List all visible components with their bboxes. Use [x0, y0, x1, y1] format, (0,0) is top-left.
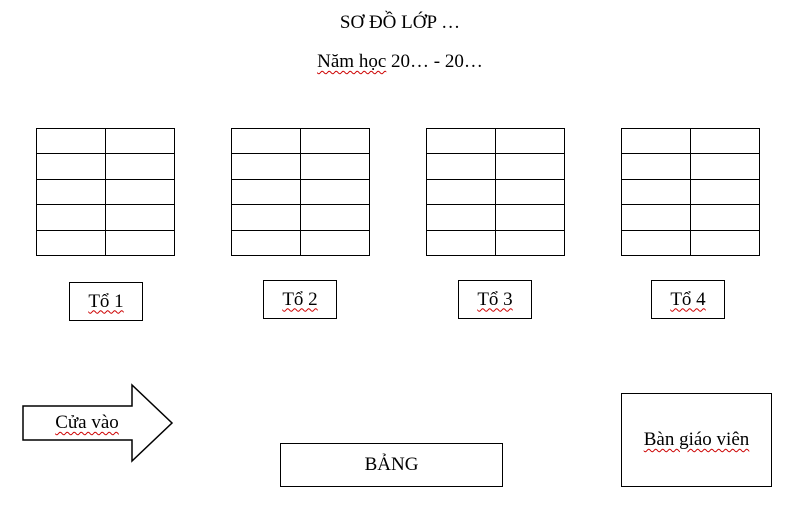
school-year: Năm học 20… - 20…	[0, 51, 800, 73]
group-label-1: Tổ 1	[69, 282, 143, 321]
group-4-desks	[621, 127, 760, 257]
group-label-3-text: Tổ 3	[477, 288, 513, 310]
entrance-label: Cửa vào	[22, 412, 152, 434]
group-label-4: Tổ 4	[651, 280, 725, 319]
teacher-desk-label: Bàn giáo viên	[643, 429, 750, 450]
group-label-3: Tổ 3	[458, 280, 532, 319]
group-label-2-text: Tổ 2	[282, 288, 318, 310]
school-year-range: 20… - 20…	[391, 51, 483, 72]
group-label-1-text: Tổ 1	[88, 290, 124, 312]
group-1-desks	[36, 127, 175, 257]
school-year-prefix: Năm học	[317, 51, 387, 72]
group-label-4-text: Tổ 4	[670, 288, 706, 310]
group-label-2: Tổ 2	[263, 280, 337, 319]
page-title: SƠ ĐỒ LỚP …	[339, 12, 461, 33]
board: BẢNG	[280, 443, 503, 487]
teacher-desk: Bàn giáo viên	[621, 393, 772, 487]
entrance-arrow-icon	[22, 383, 174, 463]
group-3-desks	[426, 127, 565, 257]
entrance-label-text: Cửa vào	[55, 412, 119, 433]
group-2-desks	[231, 127, 370, 257]
